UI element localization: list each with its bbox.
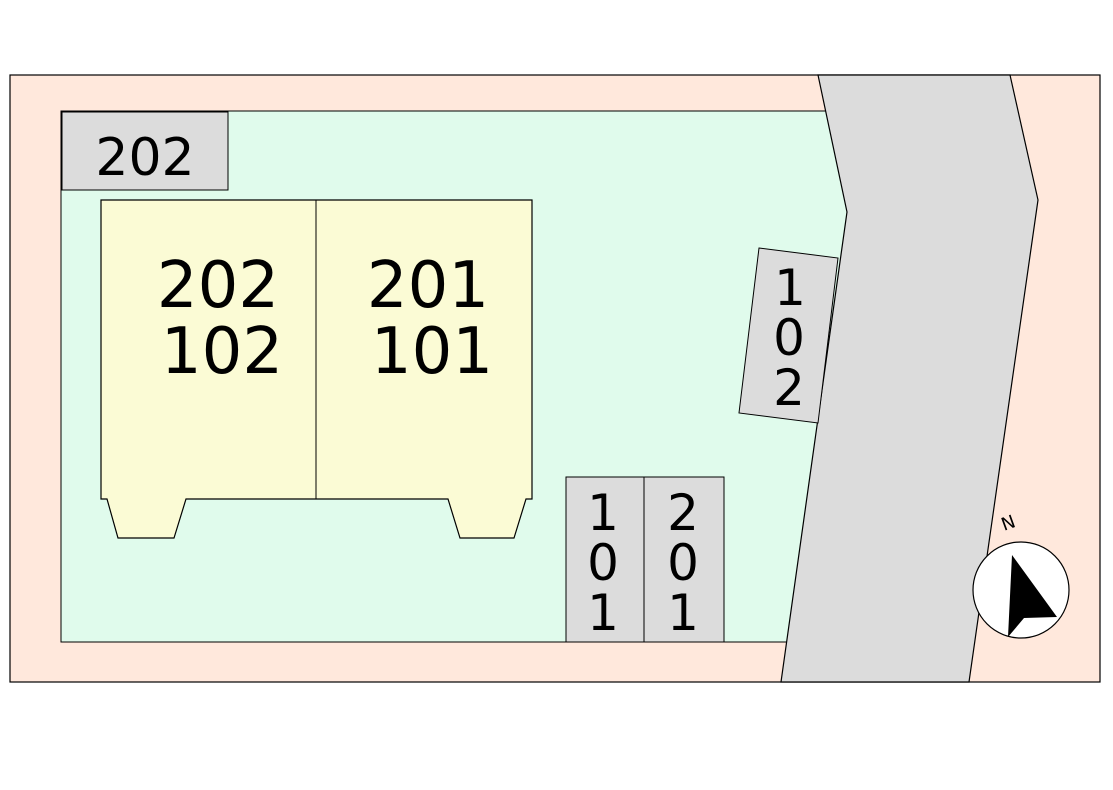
parking-space-digit: 0 (667, 534, 699, 592)
parking-space-digit: 0 (587, 534, 619, 592)
parking-space-digit: 0 (773, 309, 805, 367)
parking-space-right-slanted: 1 0 2 (738, 247, 839, 424)
right-lower-unit-number: 101 (371, 315, 493, 389)
left-upper-unit-number: 202 (157, 249, 279, 323)
north-arrow-icon (1008, 555, 1057, 637)
parking-space-bottom-1: 1 0 1 (565, 476, 645, 643)
parking-space-digit: 2 (773, 359, 805, 417)
north-compass: N (972, 511, 1070, 639)
parking-space-digit: 1 (667, 584, 699, 642)
parking-space-201 (643, 476, 725, 643)
parking-space-102 (738, 247, 839, 424)
parking-space-202 (61, 111, 229, 191)
parking-space-digit: 1 (587, 484, 619, 542)
parking-space-digit: 2 (667, 484, 699, 542)
parking-space-101 (565, 476, 645, 643)
left-lower-unit-number: 102 (161, 315, 283, 389)
parking-space-digit: 1 (774, 259, 806, 317)
parking-space-top-left: 202 (61, 111, 229, 191)
right-upper-unit-number: 201 (367, 249, 489, 323)
parking-space-label: 202 (95, 128, 194, 188)
building: 202 102 201 101 (100, 199, 533, 539)
road (780, 74, 1039, 683)
parking-space-digit: 1 (587, 584, 619, 642)
parking-space-bottom-2: 2 0 1 (643, 476, 725, 643)
